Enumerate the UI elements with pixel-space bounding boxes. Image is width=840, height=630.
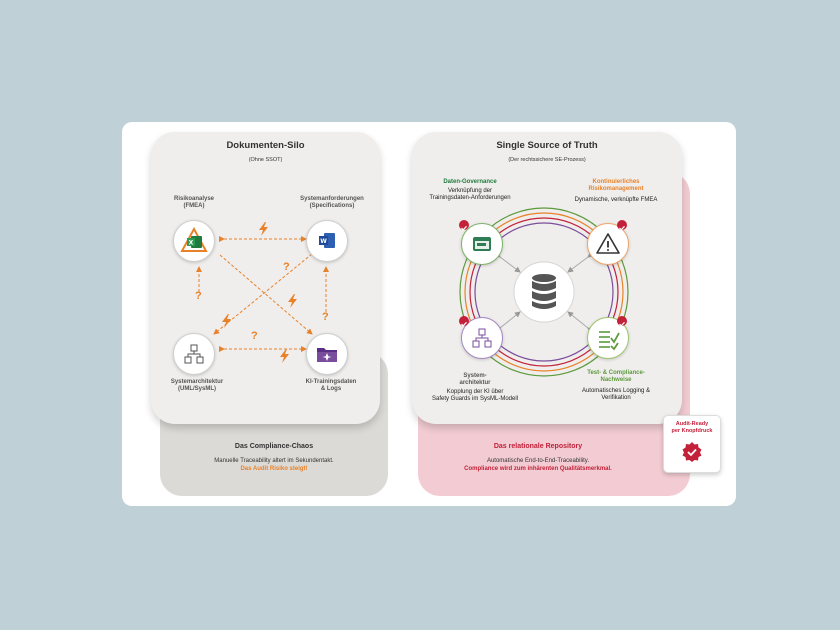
check-badge-icon: [459, 220, 469, 231]
governance-desc: Verknüpfung der Trainingsdaten-Anforderu…: [429, 188, 511, 201]
silo-footer-title: Das Compliance-Chaos: [234, 443, 314, 450]
question-mark: ?: [322, 311, 329, 323]
question-mark: ?: [283, 261, 290, 273]
data-window-icon: [461, 223, 503, 265]
silo-footer-line2: Das Audit Risiko steigt!: [240, 466, 308, 472]
test-title: Test- & Compliance- Nachweise: [587, 370, 645, 383]
checkmark-seal-icon: [682, 442, 702, 462]
governance-title: Daten-Governance: [443, 179, 497, 185]
risk-desc: Dynamische, verknüpfte FMEA: [574, 197, 658, 203]
ssot-footer-line1: Automatische End-to-End-Traceability.: [486, 458, 590, 464]
ssot-footer-title: Das relationale Repository: [493, 443, 583, 450]
architecture-title: System- architektur: [459, 373, 491, 386]
svg-text:X: X: [189, 240, 194, 247]
warning-triangle-icon: [587, 223, 629, 265]
silo-panel: [151, 132, 380, 424]
database-icon: [532, 274, 556, 309]
folder-sparkle-icon: [306, 333, 348, 375]
lightning-icon: [222, 314, 231, 328]
check-badge-icon: [617, 220, 627, 231]
svg-text:W: W: [320, 238, 327, 245]
check-badge-icon: [617, 316, 627, 327]
silo-label-requirements: Systemanforderungen (Specifications): [300, 196, 364, 209]
lightning-icon: [259, 222, 268, 236]
check-badge-icon: [459, 316, 469, 327]
silo-subtitle: (Ohne SSOT): [248, 157, 283, 163]
risk-title: Kontinuierliches Risikomanagement: [588, 179, 644, 192]
silo-connections: [196, 236, 329, 352]
excel-warning-icon: X: [173, 220, 215, 262]
audit-ready-label: Audit-Ready per Knopfdruck: [671, 421, 713, 434]
silo-footer-line1: Manuelle Traceability altert im Sekunden…: [214, 458, 334, 464]
infographic-card: Dokumenten-Silo (Ohne SSOT) ? ? ? ? R: [122, 122, 736, 506]
ssot-rings: [459, 207, 629, 377]
test-desc: Automatisches Logging & Verifikation: [581, 388, 651, 401]
ssot-footer-line2: Compliance wird zum inhärenten Qualitäts…: [464, 466, 612, 472]
question-mark: ?: [195, 290, 202, 302]
lightning-icon: [280, 349, 289, 363]
word-icon: W: [306, 220, 348, 262]
silo-label-architecture: Systemarchitektur (UML/SysML): [170, 379, 224, 392]
silo-label-risk: Risikoanalyse (FMEA): [173, 196, 215, 209]
silo-label-training: KI-Trainingsdaten & Logs: [305, 379, 357, 392]
ssot-subtitle: (Der rechtssichere SE-Prozess): [508, 157, 586, 163]
architecture-desc: Kopplung der KI über Safety Guards im Sy…: [431, 389, 519, 402]
lightning-icon: [288, 294, 297, 308]
hierarchy-icon: [173, 333, 215, 375]
silo-title: Dokumenten-Silo: [226, 140, 305, 151]
question-mark: ?: [251, 330, 258, 342]
audit-ready-badge: Audit-Ready per Knopfdruck: [663, 415, 721, 473]
ssot-title: Single Source of Truth: [496, 140, 598, 151]
